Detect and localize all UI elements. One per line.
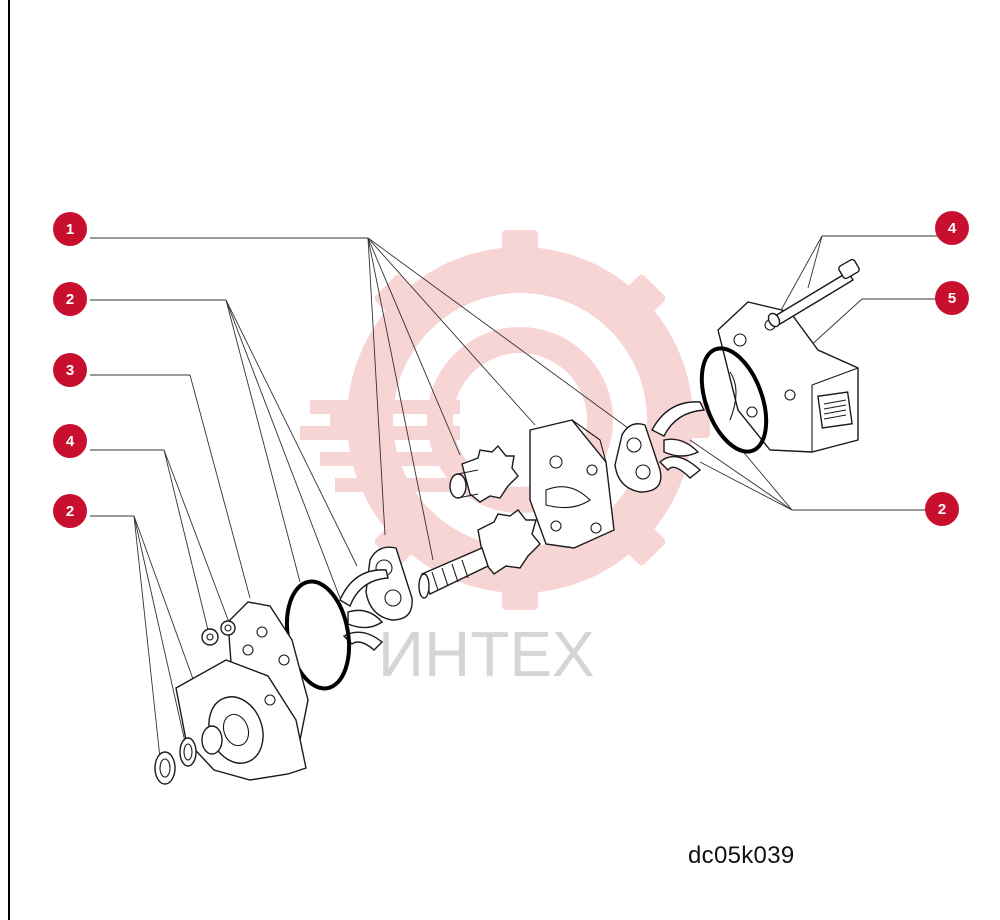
svg-text:5: 5 xyxy=(948,290,956,307)
watermark-logo: ИНТЕХ xyxy=(300,230,710,690)
upper-drive-gear xyxy=(449,444,519,503)
bolt xyxy=(767,258,860,328)
svg-text:4: 4 xyxy=(948,220,957,237)
rear-oring xyxy=(699,346,769,454)
port-grille-icon xyxy=(823,399,847,420)
callout-4-left: 4 xyxy=(53,424,87,458)
right-seal-set xyxy=(651,401,706,479)
callout-2-left-top: 2 xyxy=(53,282,87,316)
callout-1-left: 1 xyxy=(53,212,87,246)
callout-4-right: 4 xyxy=(935,211,969,245)
callout-badges: 1 2 3 4 2 4 5 2 xyxy=(53,211,969,528)
shaft-seal-rings xyxy=(154,725,223,785)
callout-2-left-bottom: 2 xyxy=(53,494,87,528)
left-seal-set xyxy=(339,569,389,651)
svg-text:3: 3 xyxy=(66,362,74,379)
nut-washer xyxy=(201,620,236,646)
callout-3-left: 3 xyxy=(53,353,87,387)
lower-gear-shaft xyxy=(418,509,541,599)
svg-text:1: 1 xyxy=(66,221,74,238)
figure-code-caption: dc05k039 xyxy=(688,842,795,869)
callout-5-right: 5 xyxy=(935,281,969,315)
svg-text:4: 4 xyxy=(66,433,75,450)
svg-text:2: 2 xyxy=(938,501,946,518)
leader-lines xyxy=(90,235,938,759)
watermark-text: ИНТЕХ xyxy=(378,618,595,690)
figure-eight-plate-right xyxy=(614,423,662,493)
figure-eight-plate-left xyxy=(365,546,413,621)
svg-text:2: 2 xyxy=(66,503,74,520)
rear-cover-housing xyxy=(699,301,859,454)
callout-2-right: 2 xyxy=(925,492,959,526)
pump-body xyxy=(529,419,615,549)
svg-text:2: 2 xyxy=(66,291,74,308)
